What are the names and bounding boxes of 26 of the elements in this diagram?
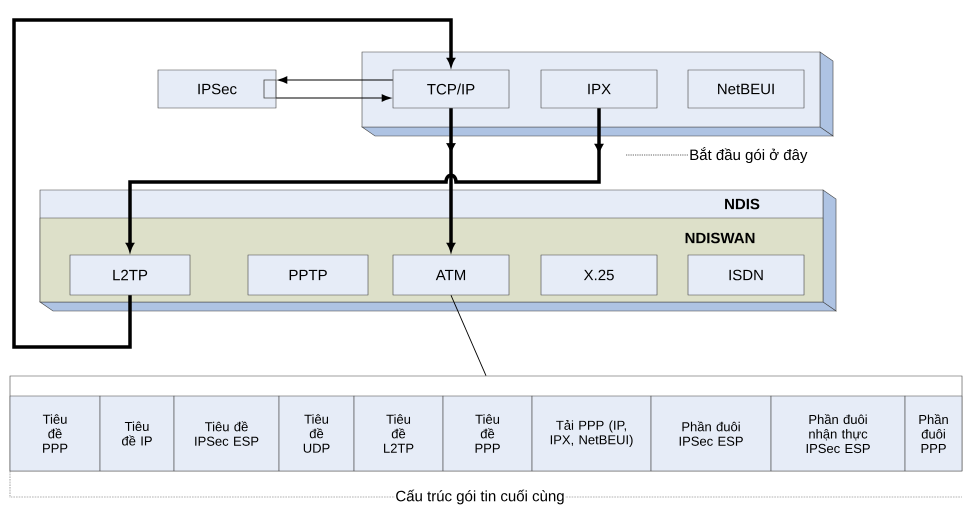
process-box: L2TP — [70, 254, 190, 296]
arrow — [126, 108, 603, 252]
packet-field: Phần đuôi PPP — [904, 396, 962, 472]
packet-field: Tiêu đề L2TP — [354, 396, 444, 472]
packet-field: Phần đuôi IPSec ESP — [650, 396, 772, 472]
arrow — [447, 108, 455, 252]
note-text: Bắt đầu gói ở đây — [690, 146, 808, 164]
process-box: TCP/IP — [392, 70, 510, 108]
connector-line — [450, 294, 486, 376]
process-box: ATM — [392, 254, 510, 296]
arrow — [12, 18, 455, 349]
packet-field: Tiêu đề PPP — [10, 396, 100, 472]
packet-field: Tiêu đề PPP — [442, 396, 532, 472]
process-box: PPTP — [248, 254, 368, 296]
packet-field: Tiêu đề IP — [100, 396, 174, 472]
packet-field: Tải PPP (IP, IPX, NetBEUI) — [532, 396, 652, 472]
process-box: X.25 — [540, 254, 658, 296]
caption: Cấu trúc gói tin cuối cùng — [396, 490, 564, 504]
arrow — [278, 76, 394, 84]
process-box: IPX — [540, 70, 658, 108]
process-box: ISDN — [688, 254, 804, 296]
process-box: IPSec — [158, 70, 276, 108]
arrow — [276, 94, 392, 102]
process-box: NetBEUI — [688, 70, 804, 108]
packet-field: Tiêu đề UDP — [278, 396, 354, 472]
packet-field: Tiêu đề IPSec ESP — [174, 396, 280, 472]
